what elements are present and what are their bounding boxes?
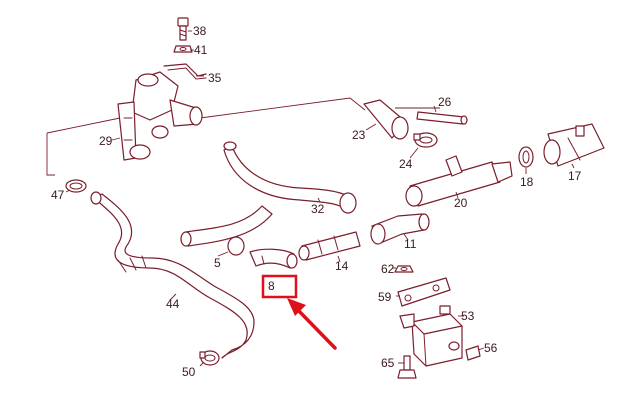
label-47: 47 — [51, 188, 65, 202]
part-62-nut[interactable] — [394, 265, 414, 273]
label-26: 26 — [438, 95, 452, 109]
part-14-hose[interactable] — [298, 231, 361, 261]
part-29-thermostat-housing[interactable] — [117, 71, 203, 161]
label-50: 50 — [182, 365, 196, 379]
label-18: 18 — [520, 175, 534, 189]
frame-lines — [46, 97, 440, 176]
label-5: 5 — [214, 256, 221, 270]
part-labels: 38 41 35 29 26 23 24 18 17 47 32 20 5 14… — [51, 24, 582, 379]
arrow-head — [287, 298, 306, 316]
part-35-bracket[interactable] — [163, 63, 207, 80]
label-17: 17 — [568, 169, 582, 183]
part-18-clamp[interactable] — [518, 146, 534, 168]
part-47-clamp[interactable] — [65, 179, 87, 193]
label-38: 38 — [193, 24, 207, 38]
label-14: 14 — [335, 259, 349, 273]
annotation — [261, 274, 337, 350]
label-59: 59 — [378, 290, 392, 304]
part-50-clamp[interactable] — [199, 350, 220, 366]
label-53: 53 — [461, 309, 475, 323]
part-23-connector[interactable] — [363, 99, 409, 140]
label-65: 65 — [381, 356, 395, 370]
label-8: 8 — [268, 279, 275, 293]
label-35: 35 — [208, 71, 222, 85]
highlight-box — [261, 274, 298, 299]
arrow-shaft — [294, 306, 337, 350]
leader-lines — [65, 30, 575, 367]
part-38-bolt[interactable] — [177, 17, 189, 41]
part-56-plug[interactable] — [448, 341, 481, 361]
label-41: 41 — [194, 43, 208, 57]
label-24: 24 — [399, 157, 413, 171]
part-8-hose[interactable] — [249, 248, 298, 269]
part-20-damper[interactable] — [405, 155, 513, 207]
label-62: 62 — [381, 262, 395, 276]
part-24-clamp[interactable] — [413, 132, 438, 148]
label-29: 29 — [99, 134, 113, 148]
part-26-tube[interactable] — [416, 111, 468, 125]
part-41-nut[interactable] — [173, 45, 193, 53]
label-32: 32 — [311, 202, 325, 216]
label-56: 56 — [484, 341, 498, 355]
part-65-bolt[interactable] — [397, 355, 417, 379]
part-53-solenoid[interactable] — [399, 305, 463, 367]
label-20: 20 — [454, 196, 468, 210]
part-44-hose[interactable] — [90, 191, 255, 359]
part-59-bracket[interactable] — [397, 277, 451, 307]
part-11-elbow[interactable] — [370, 213, 430, 245]
part-5-hose[interactable] — [180, 205, 273, 256]
part-32-hose[interactable] — [223, 141, 357, 214]
part-17-fitting[interactable] — [543, 123, 605, 167]
label-44: 44 — [166, 297, 180, 311]
label-23: 23 — [352, 128, 366, 142]
label-11: 11 — [404, 237, 417, 251]
